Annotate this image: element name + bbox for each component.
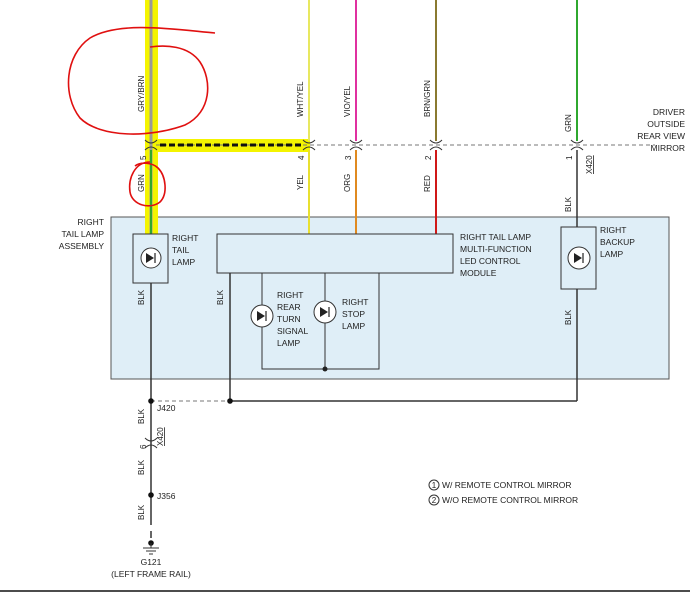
assembly-label: RIGHT TAIL LAMP ASSEMBLY <box>59 217 105 251</box>
svg-text:MULTI-FUNCTION: MULTI-FUNCTION <box>460 244 532 254</box>
splice-j420-dot <box>148 398 154 404</box>
ground-symbol-icon <box>143 540 159 555</box>
svg-text:2: 2 <box>432 496 437 505</box>
svg-text:LAMP: LAMP <box>277 338 300 348</box>
wire-label-blk-module: BLK <box>216 289 225 305</box>
module-label: RIGHT TAIL LAMP MULTI-FUNCTION LED CONTR… <box>460 232 532 278</box>
note-1: 1 W/ REMOTE CONTROL MIRROR <box>428 479 572 491</box>
splice-module-dot <box>227 398 233 404</box>
pin-5: 5 <box>139 155 148 160</box>
highlight-marker <box>145 0 310 235</box>
svg-text:TAIL: TAIL <box>172 245 190 255</box>
backup-lamp-icon <box>567 246 591 270</box>
driver-mirror-label: DRIVER OUTSIDE REAR VIEW MIRROR <box>637 107 685 153</box>
svg-text:LAMP: LAMP <box>172 257 195 267</box>
svg-text:TURN: TURN <box>277 314 301 324</box>
stop-lamp-icon <box>313 300 337 324</box>
annotation-circle-large <box>67 26 216 135</box>
svg-text:W/ REMOTE CONTROL MIRROR: W/ REMOTE CONTROL MIRROR <box>442 480 572 490</box>
svg-text:1: 1 <box>432 481 437 490</box>
wire-label-blk-backup-low: BLK <box>564 309 573 325</box>
pin-1: 1 <box>565 155 574 160</box>
wire-label-grn: GRN <box>137 174 146 192</box>
svg-text:LED CONTROL: LED CONTROL <box>460 256 521 266</box>
ground-location: (LEFT FRAME RAIL) <box>111 569 191 579</box>
svg-text:OUTSIDE: OUTSIDE <box>647 119 685 129</box>
ground-wire-gap <box>148 525 154 531</box>
splice-j356-label: J356 <box>157 491 176 501</box>
wire-label-blk-tail: BLK <box>137 289 146 305</box>
svg-text:SIGNAL: SIGNAL <box>277 326 308 336</box>
annotation-circle-small <box>128 161 166 207</box>
svg-text:RIGHT: RIGHT <box>277 290 303 300</box>
svg-text:MODULE: MODULE <box>460 268 497 278</box>
svg-text:BACKUP: BACKUP <box>600 237 635 247</box>
svg-text:MIRROR: MIRROR <box>651 143 685 153</box>
svg-text:RIGHT: RIGHT <box>172 233 198 243</box>
tail-lamp-label: RIGHT TAIL LAMP <box>172 233 198 267</box>
turn-lamp-icon <box>250 304 274 328</box>
turn-lamp-label: RIGHT REAR TURN SIGNAL LAMP <box>277 290 308 348</box>
wire-label-gry-brn: GRY/BRN <box>137 75 146 112</box>
stop-lamp-label: RIGHT STOP LAMP <box>342 297 368 331</box>
wire-label-brn-grn: BRN/GRN <box>423 80 432 117</box>
connector-lower-label: X420 <box>156 427 165 446</box>
splice-j420-label: J420 <box>157 403 176 413</box>
pin-4: 4 <box>297 155 306 160</box>
svg-text:RIGHT: RIGHT <box>342 297 368 307</box>
connector-x420-label: X420 <box>585 155 594 174</box>
svg-text:ASSEMBLY: ASSEMBLY <box>59 241 105 251</box>
svg-text:RIGHT: RIGHT <box>600 225 626 235</box>
pin-arc-lower <box>144 437 158 449</box>
pin-3: 3 <box>344 155 353 160</box>
svg-text:RIGHT: RIGHT <box>78 217 104 227</box>
ground-name: G121 <box>141 557 162 567</box>
wire-label-blk-1: BLK <box>137 408 146 424</box>
svg-text:REAR: REAR <box>277 302 301 312</box>
wire-label-red: RED <box>423 175 432 192</box>
wire-label-vio-yel: VIO/YEL <box>343 85 352 117</box>
svg-text:TAIL LAMP: TAIL LAMP <box>61 229 104 239</box>
tail-lamp-icon <box>140 247 162 269</box>
lamp-junction-dot <box>322 366 328 372</box>
led-control-module-box <box>216 233 454 274</box>
svg-text:W/O REMOTE CONTROL MIRROR: W/O REMOTE CONTROL MIRROR <box>442 495 578 505</box>
backup-lamp-label: RIGHT BACKUP LAMP <box>600 225 635 259</box>
svg-text:LAMP: LAMP <box>342 321 365 331</box>
wire-label-blk-3: BLK <box>137 504 146 520</box>
svg-text:STOP: STOP <box>342 309 365 319</box>
wire-label-yel: YEL <box>296 174 305 190</box>
wire-label-grn-mirror: GRN <box>564 114 573 132</box>
wire-label-org: ORG <box>343 174 352 192</box>
pin-2: 2 <box>424 155 433 160</box>
splice-j356-dot <box>148 492 154 498</box>
svg-text:REAR VIEW: REAR VIEW <box>637 131 685 141</box>
pin-arcs <box>144 139 584 151</box>
wire-label-blk-backup: BLK <box>564 196 573 212</box>
note-2: 2 W/O REMOTE CONTROL MIRROR <box>428 494 578 506</box>
svg-text:DRIVER: DRIVER <box>653 107 685 117</box>
wire-label-blk-2: BLK <box>137 459 146 475</box>
wire-label-wht-yel: WHT/YEL <box>296 81 305 117</box>
connector-lower-pin: 6 <box>139 444 148 449</box>
svg-text:RIGHT TAIL LAMP: RIGHT TAIL LAMP <box>460 232 531 242</box>
svg-text:LAMP: LAMP <box>600 249 623 259</box>
